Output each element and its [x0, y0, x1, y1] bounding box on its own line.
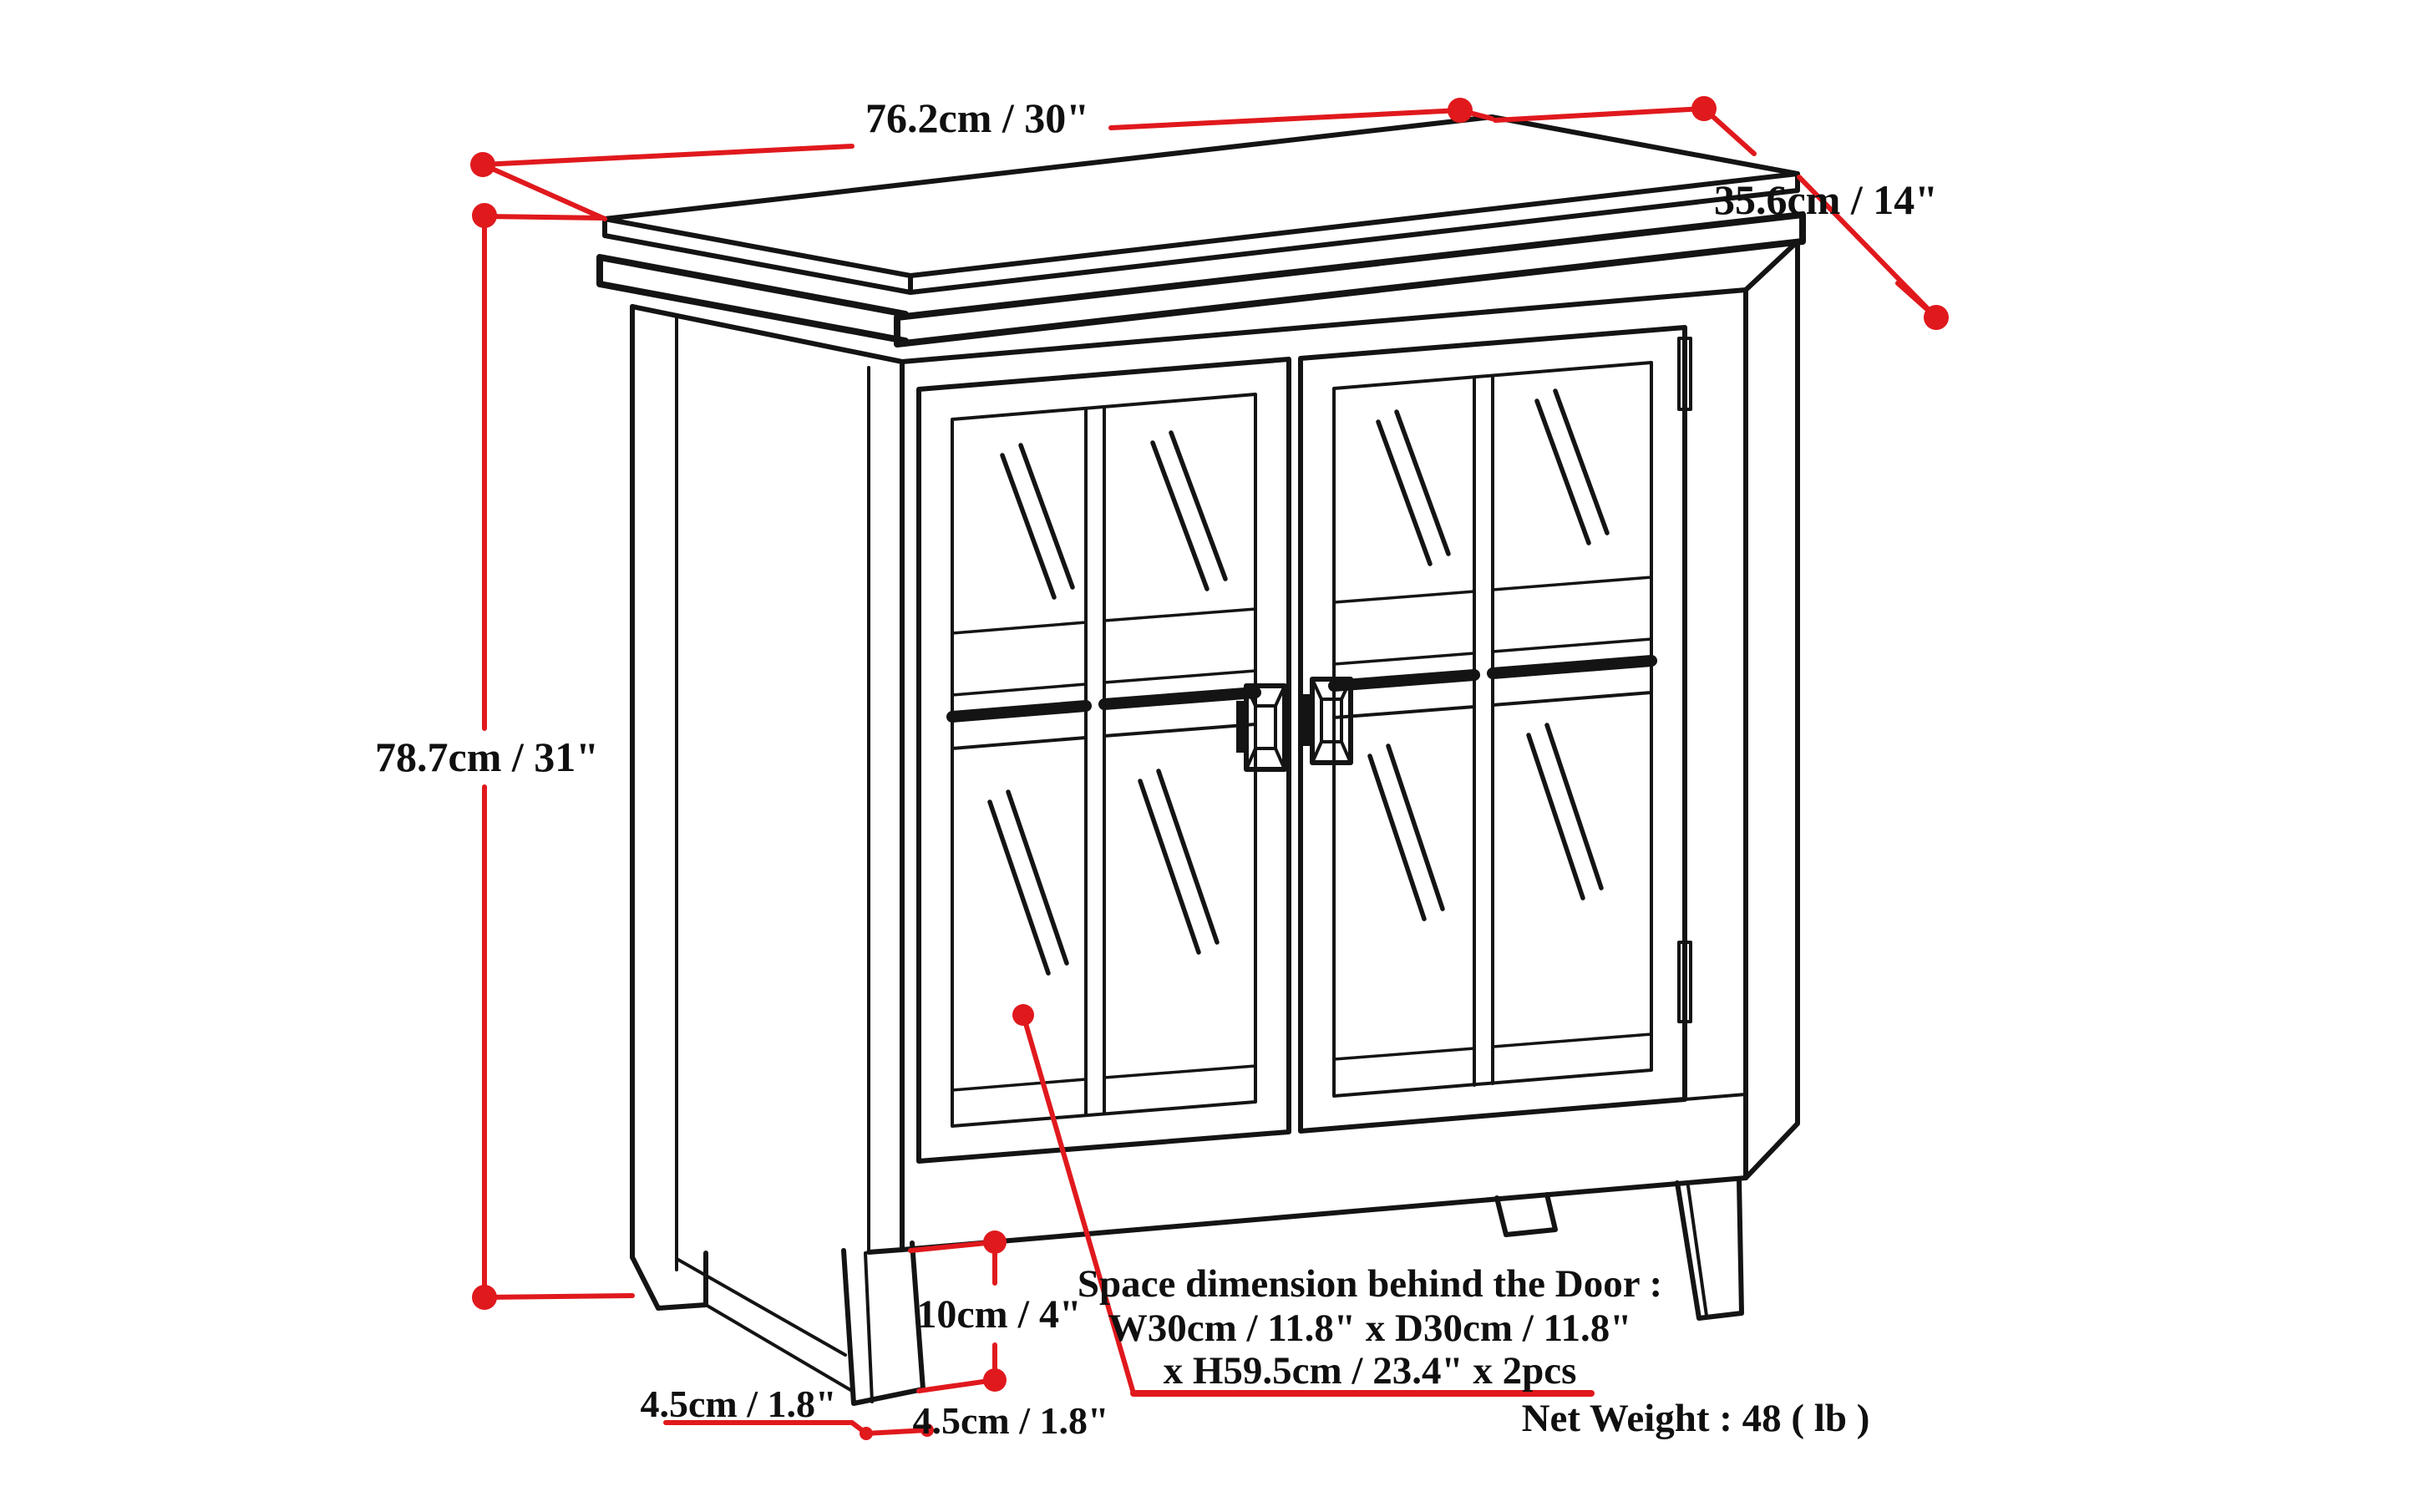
- left-door-mullion: [1084, 405, 1106, 1117]
- height-dimension-label: 78.7cm / 31": [375, 733, 599, 780]
- right-door-handle: [1302, 677, 1353, 765]
- top-face: [602, 114, 1800, 278]
- cabinet-top-slab: [596, 114, 1806, 364]
- hinges: [1677, 337, 1692, 1023]
- foot-dimension: [663, 1420, 930, 1437]
- height-dimension: [482, 213, 635, 1300]
- right-door: [1298, 325, 1687, 1134]
- left-door-frame: [916, 357, 1291, 1164]
- interior-lines: [951, 576, 1653, 1092]
- foot-left-dimension-label: 4.5cm / 1.8": [640, 1383, 836, 1425]
- width-dimension-label: 76.2cm / 30": [865, 94, 1089, 141]
- net-weight-label: Net Weight : 48 ( lb ): [1522, 1397, 1870, 1440]
- left-door-handle: [1236, 683, 1287, 772]
- right-door-mullion: [1473, 374, 1494, 1087]
- dimension-annotations: [470, 96, 1949, 1440]
- right-door-frame: [1298, 325, 1687, 1134]
- front-right-leg: [1675, 1177, 1744, 1321]
- foot-right-dimension-label: 4.5cm / 1.8": [912, 1399, 1108, 1442]
- back-left-leg: [630, 1251, 708, 1311]
- legs: [630, 1177, 1744, 1406]
- labels: 76.2cm / 30" 35.6cm / 14" 78.7cm / 31" 1…: [375, 94, 1938, 1442]
- dimension-dots: [470, 96, 1949, 1440]
- note-leader-dot: [1012, 1004, 1034, 1026]
- back-right-leg: [1494, 1192, 1558, 1237]
- hinge-bottom: [1677, 941, 1692, 1023]
- front-left-leg: [841, 1241, 926, 1406]
- space-dimension-note: Space dimension behind the Door : W30cm …: [1078, 1262, 1662, 1393]
- hinge-top: [1677, 337, 1692, 411]
- note-leader: [1021, 1012, 1595, 1397]
- left-door: [916, 357, 1291, 1164]
- note-line-2: W30cm / 11.8" x D30cm / 11.8": [1108, 1307, 1632, 1350]
- shelf-lines: [946, 637, 1657, 750]
- note-line-3: x H59.5cm / 23.4" x 2pcs: [1164, 1349, 1577, 1393]
- glass-reflections: [987, 388, 1610, 976]
- leg-height-dimension-label: 10cm / 4": [916, 1292, 1081, 1337]
- cabinet-drawing: [596, 114, 1806, 1406]
- depth-dimension-label: 35.6cm / 14": [1714, 176, 1938, 223]
- door-handles: [1236, 677, 1353, 772]
- cabinet-carcass: [630, 239, 1800, 1393]
- note-line-1: Space dimension behind the Door :: [1078, 1262, 1662, 1306]
